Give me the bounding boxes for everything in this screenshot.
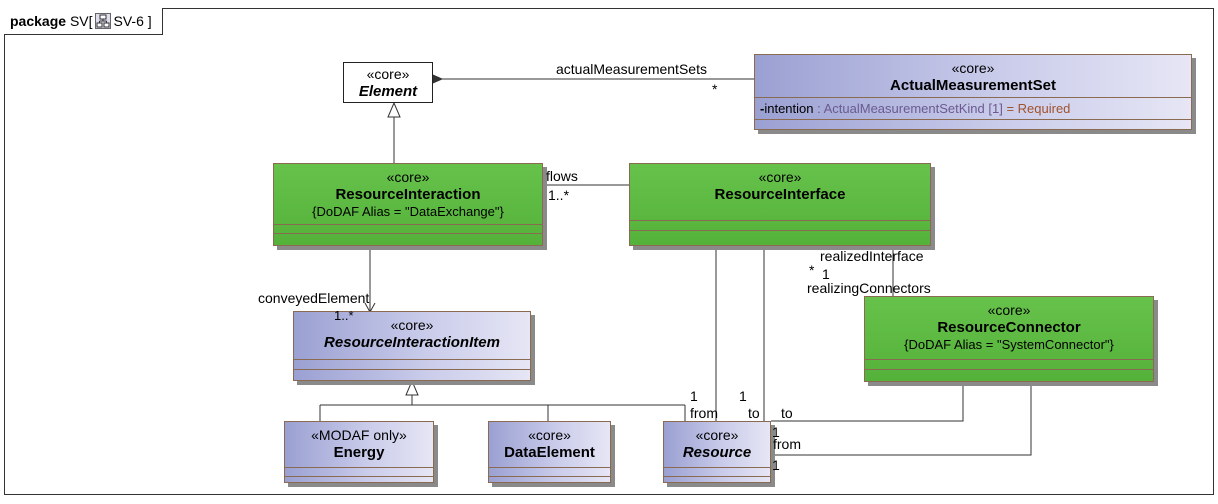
class-energy[interactable]: «MODAF only» Energy: [284, 421, 434, 483]
frame-keyword: package: [10, 13, 67, 29]
role-realized-interface: realizedInterface: [820, 248, 924, 264]
class-resource[interactable]: «core» Resource: [663, 421, 771, 483]
class-name: Resource: [682, 444, 752, 461]
class-element[interactable]: «core» Element: [343, 62, 433, 103]
class-name: Element: [358, 83, 418, 100]
to-association[interactable]: [771, 382, 964, 422]
multiplicity-one: 1: [822, 266, 830, 282]
class-resource-connector[interactable]: «core» ResourceConnector {DoDAF Alias = …: [864, 296, 1154, 382]
class-stereotype: «core»: [951, 60, 995, 76]
multiplicity-star: *: [712, 81, 718, 97]
operations-compartment: [274, 233, 542, 245]
class-stereotype: «core»: [528, 427, 571, 443]
generalization-arrow: [405, 379, 419, 396]
class-resource-interaction-item[interactable]: «core» ResourceInteractionItem: [293, 311, 531, 381]
diagram-icon: [94, 11, 111, 29]
multiplicity-star: *: [809, 262, 815, 278]
role-conveyed-element: conveyedElement: [258, 290, 370, 306]
operations-compartment: [664, 476, 770, 482]
attributes-compartment: [285, 467, 433, 476]
class-stereotype: «MODAF only»: [311, 427, 407, 443]
operations-compartment: [755, 119, 1191, 129]
attributes-compartment: [664, 467, 770, 476]
tagged-value: {DoDAF Alias = "DataExchange"}: [312, 204, 504, 219]
attributes-compartment: [865, 359, 1153, 369]
class-name: ActualMeasurementSet: [890, 77, 1056, 94]
role-flows: flows: [546, 168, 578, 184]
class-resource-interface[interactable]: «core» ResourceInterface: [629, 163, 931, 246]
operations-compartment: [294, 369, 530, 380]
role-realizing-connectors: realizingConnectors: [807, 280, 931, 296]
multiplicity-one: 1: [690, 388, 698, 404]
class-stereotype: «core»: [390, 317, 434, 333]
operations-compartment: [285, 476, 433, 482]
operations-compartment: [630, 230, 930, 245]
attribute-type: : ActualMeasurementSetKind [1]: [813, 101, 1003, 116]
class-data-element[interactable]: «core» DataElement: [488, 421, 611, 483]
diagram-frame-header: package SV[SV-6 ]: [4, 8, 163, 35]
class-stereotype: «core»: [366, 66, 410, 82]
tagged-value: {DoDAF Alias = "SystemConnector"}: [904, 337, 1114, 352]
attribute-default: = Required: [1002, 101, 1071, 116]
generalization-arrow: [387, 101, 401, 118]
from-association[interactable]: [771, 382, 1032, 456]
attribute-name: intention: [764, 101, 814, 116]
class-name: ResourceInteractionItem: [324, 334, 500, 351]
multiplicity-one: 1: [772, 457, 780, 473]
frame-name: SV: [69, 13, 89, 29]
role-from: from: [690, 405, 718, 421]
operations-compartment: [489, 476, 610, 482]
class-resource-interaction[interactable]: «core» ResourceInteraction {DoDAF Alias …: [273, 163, 543, 246]
role-actual-measurement-sets: actualMeasurementSets: [556, 61, 707, 77]
class-name: Energy: [333, 444, 385, 461]
class-name: DataElement: [504, 444, 595, 461]
class-stereotype: «core»: [386, 169, 430, 185]
role-from: from: [773, 436, 801, 452]
operations-compartment: [865, 369, 1153, 381]
multiplicity-one: 1: [739, 388, 747, 404]
class-stereotype: «core»: [758, 169, 802, 185]
attribute-visibility: -: [760, 101, 765, 116]
attribute-row[interactable]: -intention : ActualMeasurementSetKind [1…: [755, 97, 1191, 119]
attributes-compartment: [274, 224, 542, 233]
class-actual-measurement-set[interactable]: «core» ActualMeasurementSet -intention :…: [754, 54, 1192, 130]
multiplicity-one-to-many: 1..*: [334, 308, 354, 323]
attributes-compartment: [294, 359, 530, 369]
diagram-frame: [4, 8, 1214, 495]
class-stereotype: «core»: [695, 427, 739, 443]
class-name: ResourceConnector: [937, 319, 1081, 336]
attributes-compartment: [489, 467, 610, 476]
class-name: ResourceInterface: [714, 186, 846, 203]
multiplicity-one: 1: [772, 424, 780, 440]
multiplicity-one-to-many: 1..*: [548, 187, 570, 203]
diagram-name: SV-6: [113, 13, 144, 29]
class-stereotype: «core»: [987, 302, 1031, 318]
class-name: ResourceInteraction: [335, 186, 481, 203]
attributes-compartment: [630, 220, 930, 230]
role-to: to: [781, 405, 793, 421]
role-to: to: [748, 405, 760, 421]
